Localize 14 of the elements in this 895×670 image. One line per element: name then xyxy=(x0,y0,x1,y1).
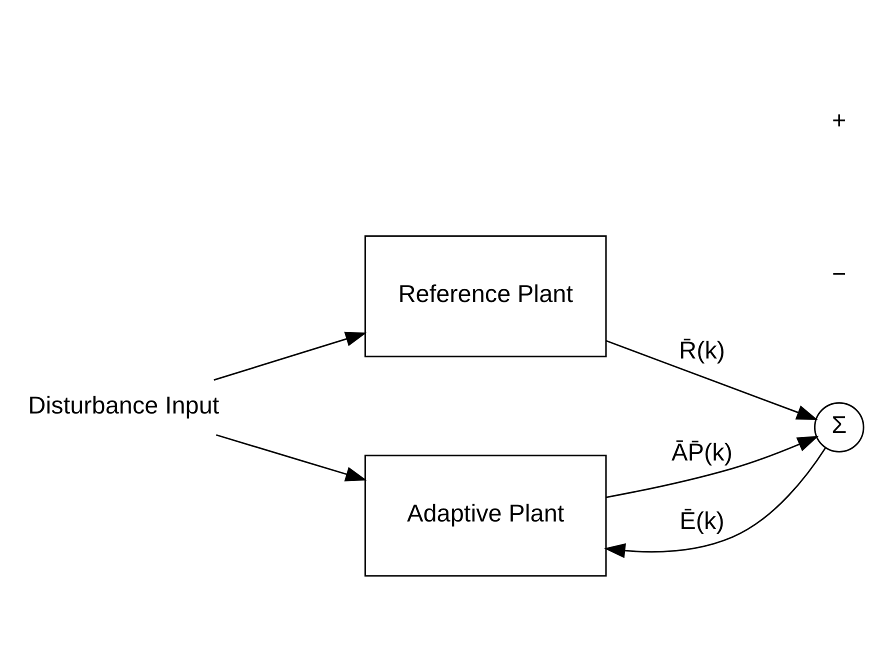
node-text: Disturbance Input xyxy=(28,392,220,419)
arrow xyxy=(604,446,826,558)
edge-label: R̄(k) xyxy=(678,336,726,364)
edge-label: ĀP̄(k) xyxy=(672,439,732,466)
node-box: Reference Plant xyxy=(364,234,607,357)
label: + xyxy=(832,106,846,134)
label: − xyxy=(832,260,846,288)
node-box: Adaptive Plant xyxy=(364,454,607,576)
arrow xyxy=(606,435,819,498)
arrow xyxy=(214,331,367,380)
arrow xyxy=(606,340,818,420)
edge-label: Ē(k) xyxy=(680,508,724,535)
arrow xyxy=(216,434,367,481)
node-circle: Σ xyxy=(814,402,864,452)
